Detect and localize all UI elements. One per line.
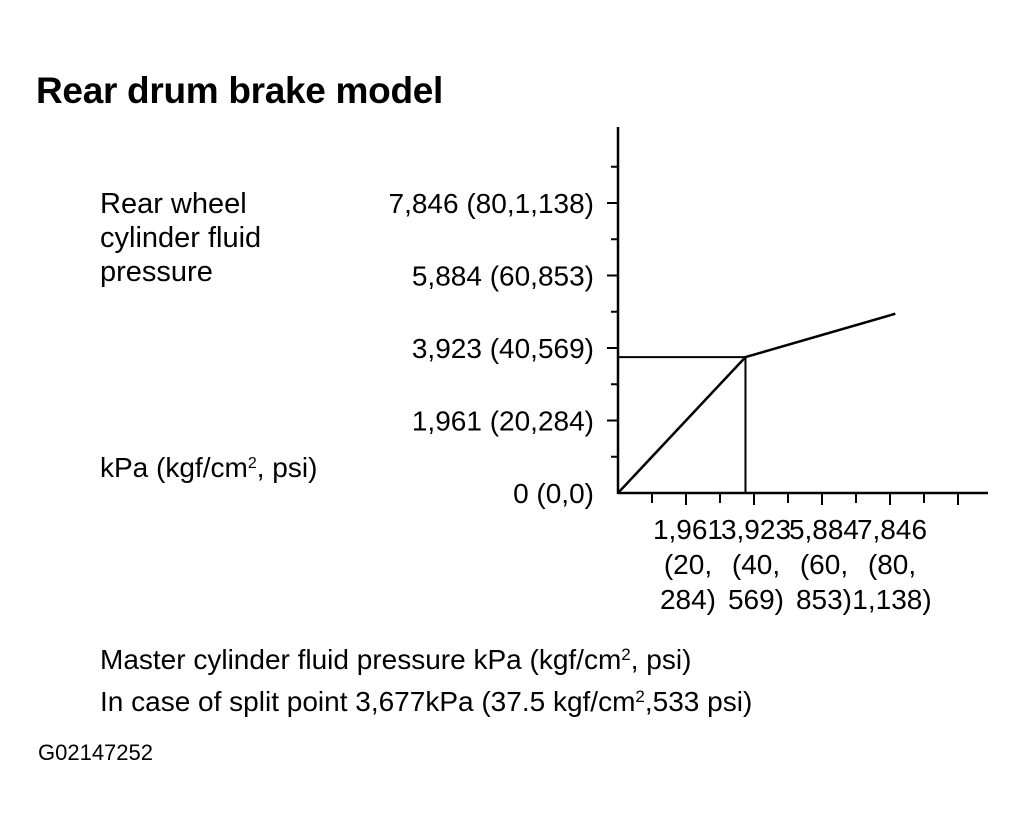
y-axis-label-line-2: cylinder fluid (100, 222, 262, 254)
y-tick-label-1: 1,961 (20,284) (412, 406, 594, 437)
y-tick-label-0: 0 (0,0) (513, 478, 594, 509)
chart-title: Rear drum brake model (36, 70, 444, 111)
split-point-note: In case of split point 3,677kPa (37.5 kg… (100, 686, 753, 717)
x-tick-label-1-line-1: (40, (732, 549, 780, 580)
y-axis-label-line-1: Rear wheel (100, 188, 247, 220)
x-tick-label-0-line-1: (20, (664, 549, 712, 580)
x-tick-label-2-line-0: 5,884 (789, 514, 859, 545)
figure-id: G02147252 (38, 740, 153, 765)
series-line-0 (617, 312, 896, 494)
y-axis-unit: kPa (kgf/cm2, psi) (100, 452, 318, 483)
y-tick-label-2: 3,923 (40,569) (412, 333, 594, 364)
x-tick-label-2-line-2: 853) (796, 584, 852, 615)
x-tick-label-0-line-0: 1,961 (653, 514, 723, 545)
x-tick-label-3-line-2: 1,138) (852, 584, 931, 615)
x-axis-label: Master cylinder fluid pressure kPa (kgf/… (100, 644, 692, 675)
x-tick-label-2-line-1: (60, (800, 549, 848, 580)
x-tick-label-1-line-0: 3,923 (721, 514, 791, 545)
y-axis-label-line-3: pressure (100, 256, 213, 288)
x-tick-label-1-line-2: 569) (728, 584, 784, 615)
x-tick-label-3-line-1: (80, (868, 549, 916, 580)
x-tick-label-3-line-0: 7,846 (857, 514, 927, 545)
y-tick-label-3: 5,884 (60,853) (412, 261, 594, 292)
x-tick-label-0-line-2: 284) (660, 584, 716, 615)
y-tick-label-4: 7,846 (80,1,138) (389, 188, 595, 219)
